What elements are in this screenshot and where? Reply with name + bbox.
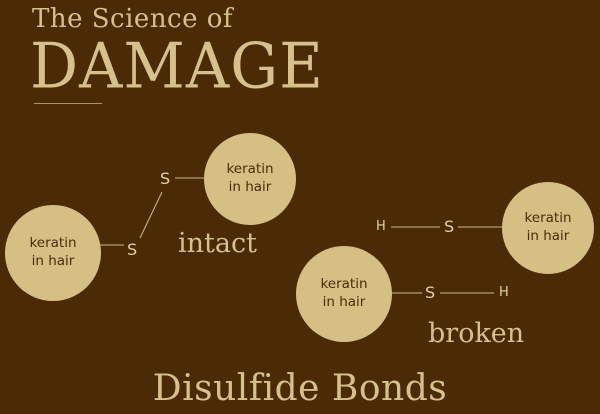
sulfur-atom-intact-left: S [127,240,138,259]
keratin-circle-intact-left: keratin in hair [5,205,101,301]
footer-title: Disulfide Bonds [152,368,448,409]
bond-intact-s-s [139,191,163,239]
broken-label: broken [428,318,525,349]
sulfur-atom-broken-bottom: S [425,283,436,302]
intact-label: intact [178,228,257,259]
keratin-circle-broken-top: keratin in hair [502,182,594,274]
keratin-circle-intact-right: keratin in hair [204,133,296,225]
sulfur-atom-intact-right: S [160,169,171,188]
circle-label-line1: keratin [524,210,572,227]
circle-label-line2: in hair [228,179,272,195]
title-small: The Science of [32,4,234,34]
circle-label-line2: in hair [322,294,366,310]
hydrogen-atom-broken-bottom: H [499,285,509,300]
circle-label-line1: keratin [320,276,368,293]
hydrogen-atom-broken-top: H [376,219,386,234]
sulfur-atom-broken-top: S [444,217,455,236]
circle-label-line1: keratin [29,235,77,252]
title-underline [34,103,102,104]
keratin-circle-broken-bottom: keratin in hair [296,246,392,342]
circle-label-line2: in hair [31,253,75,269]
circle-label-line2: in hair [526,228,570,244]
title-big: DAMAGE [30,30,324,104]
circle-label-line1: keratin [226,161,274,178]
